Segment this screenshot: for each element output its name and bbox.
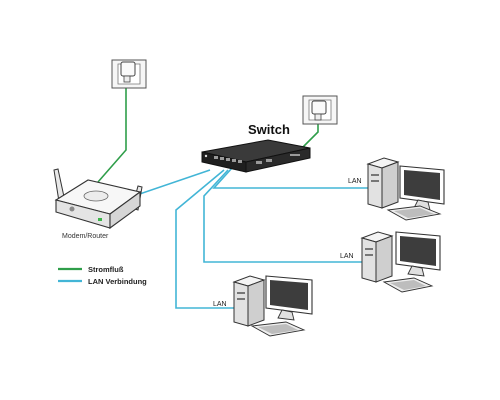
lan-label-pc2: LAN (340, 253, 354, 260)
pc-icon-2 (360, 231, 441, 293)
switch-label: Switch (248, 122, 290, 137)
lan-label-pc1: LAN (348, 178, 362, 185)
wall-outlet-switch (302, 95, 338, 125)
router-label: Modem/Router (62, 233, 109, 240)
wall-outlet-router (111, 59, 147, 89)
modem-router-icon (53, 168, 143, 230)
legend: Stromfluß LAN Verbindung (58, 265, 147, 286)
lan-line-switch-pc2 (203, 169, 362, 263)
legend-label-power: Stromfluß (88, 265, 124, 274)
pc-icon-3 (232, 275, 313, 337)
switch-icon (201, 139, 311, 173)
lan-line-switch-pc3 (175, 169, 236, 309)
lan-label-pc3: LAN (213, 301, 227, 308)
lan-line-switch-pc1 (212, 167, 368, 189)
legend-label-lan: LAN Verbindung (88, 277, 147, 286)
power-line-router (97, 82, 127, 183)
pc-icon-1 (366, 157, 445, 221)
